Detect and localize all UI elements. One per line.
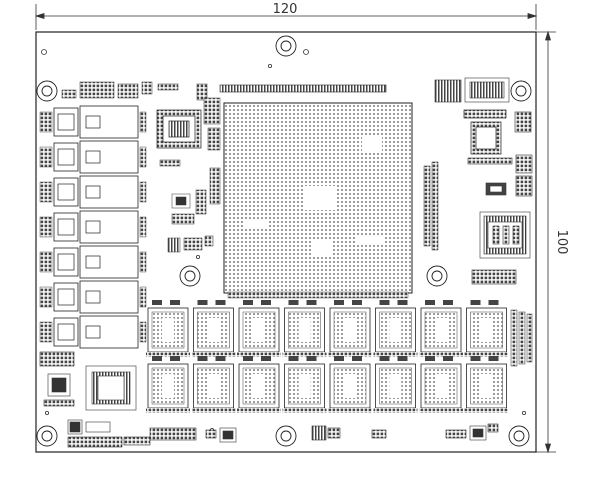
rj45-jack xyxy=(39,175,147,209)
width-dimension xyxy=(34,4,538,30)
dram-package xyxy=(419,300,463,357)
rj45-jack xyxy=(39,105,147,139)
rj45-jack-column xyxy=(39,105,147,349)
dram-package xyxy=(464,356,509,413)
rj45-jack xyxy=(39,280,147,314)
dram-package xyxy=(282,356,327,413)
dram-package xyxy=(328,300,372,357)
height-dimension xyxy=(536,30,556,454)
center-left-components xyxy=(61,81,221,253)
mounting-hole xyxy=(36,80,58,102)
mounting-hole xyxy=(275,425,297,447)
right-connector-strips xyxy=(423,161,533,367)
bottom-left-components xyxy=(39,351,151,448)
right-top-components xyxy=(434,77,533,197)
dram-array xyxy=(146,300,509,413)
mounting-hole xyxy=(426,265,448,287)
rj45-jack xyxy=(39,210,147,244)
dram-package xyxy=(146,300,190,357)
rj45-jack xyxy=(39,315,147,349)
bga-pin-strip xyxy=(227,291,409,299)
mounting-hole xyxy=(510,80,532,102)
width-label: 120 xyxy=(273,2,298,17)
main-bga-processor xyxy=(223,102,413,294)
dram-package xyxy=(328,356,372,413)
dram-package xyxy=(237,300,281,357)
dram-package xyxy=(191,356,236,413)
mounting-hole xyxy=(508,425,530,447)
mounting-holes xyxy=(36,35,532,447)
dram-package xyxy=(373,300,418,357)
dram-package xyxy=(237,356,281,413)
dram-package xyxy=(146,356,190,413)
mounting-hole xyxy=(275,35,297,57)
dram-package xyxy=(373,356,418,413)
right-socket xyxy=(471,211,531,285)
mounting-hole xyxy=(179,265,201,287)
height-label: 100 xyxy=(554,230,569,255)
rj45-jack xyxy=(39,245,147,279)
rj45-jack xyxy=(39,140,147,174)
dram-package xyxy=(464,300,509,357)
qfp-chip-left xyxy=(156,109,202,149)
top-header-connector xyxy=(219,84,387,93)
dram-package xyxy=(419,356,463,413)
qfp-chip-right xyxy=(463,109,507,155)
dram-package xyxy=(282,300,327,357)
dram-package xyxy=(191,300,236,357)
mounting-hole xyxy=(36,425,58,447)
bottom-center-components xyxy=(149,423,499,443)
